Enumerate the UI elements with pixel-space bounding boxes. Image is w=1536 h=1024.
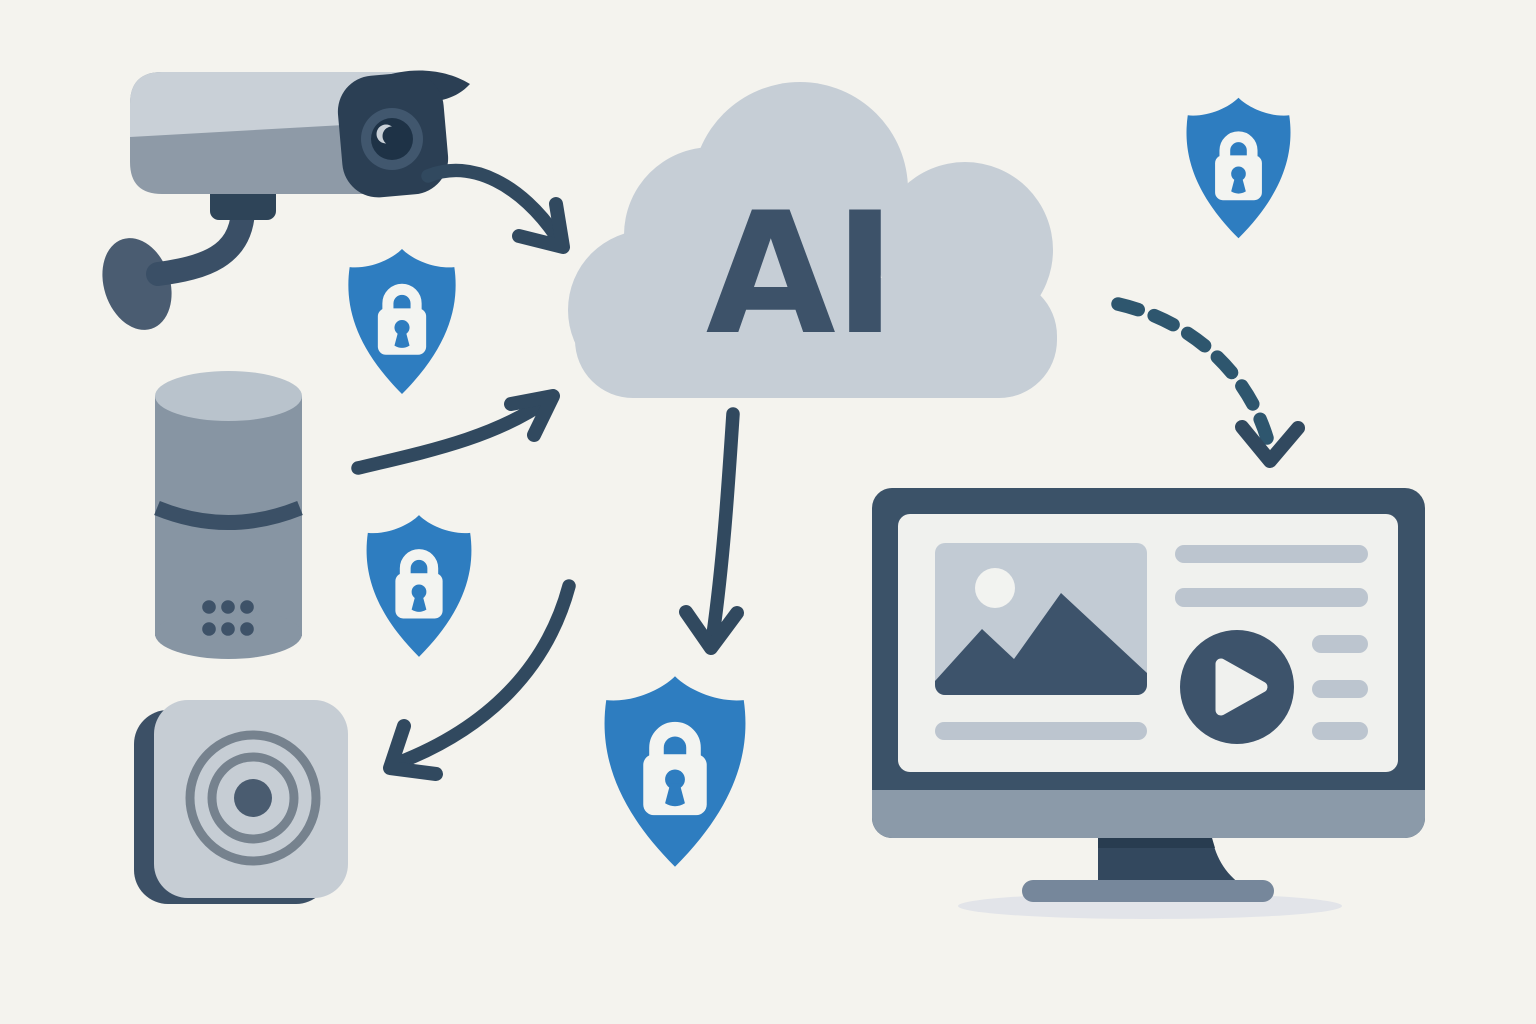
screen-image-placeholder	[935, 543, 1147, 695]
ai-cloud: AI	[568, 82, 1057, 398]
smart-speaker	[154, 371, 303, 659]
speaker-top	[155, 371, 302, 421]
arrow-camera-to-cloud	[421, 163, 570, 254]
play-icon	[1215, 658, 1268, 716]
shield-lock-icon	[348, 249, 455, 394]
webcam-ring-outer	[185, 730, 321, 866]
screen-short-line	[1312, 680, 1368, 698]
shield-lock-icon	[367, 515, 472, 657]
ai-cloud-label: AI	[706, 176, 895, 372]
camera-wall-mount	[102, 238, 172, 330]
arrow-cloud-to-shield	[679, 407, 744, 655]
shield-lock-icon	[605, 676, 746, 866]
mountains-icon	[935, 593, 1147, 695]
camera-lens-housing	[337, 70, 470, 198]
monitor	[872, 488, 1425, 919]
shield-lock-icon	[1187, 98, 1291, 239]
screen-text-line	[1175, 545, 1368, 563]
screen-short-line	[1312, 722, 1368, 740]
arrow-cloud-to-monitor-dashed	[1111, 297, 1305, 468]
camera-mount-arm	[146, 200, 255, 286]
screen-text-line	[1175, 588, 1368, 607]
cctv-camera	[102, 70, 470, 330]
monitor-stand-neck-shade	[1098, 838, 1215, 848]
sun-icon	[975, 568, 1015, 608]
screen-caption-bar	[935, 722, 1147, 740]
arrow-speaker-to-cloud	[351, 389, 560, 475]
monitor-stand-base	[1022, 880, 1274, 902]
video-play-button	[1180, 630, 1294, 744]
speaker-band	[154, 501, 303, 530]
webcam	[134, 700, 348, 904]
monitor-chin	[872, 790, 1425, 838]
arrow-to-webcam	[383, 579, 576, 781]
webcam-ring-inner	[207, 752, 299, 844]
screen-short-line	[1312, 635, 1368, 653]
speaker-grill-dots	[202, 600, 254, 636]
webcam-lens-icon	[234, 779, 272, 817]
